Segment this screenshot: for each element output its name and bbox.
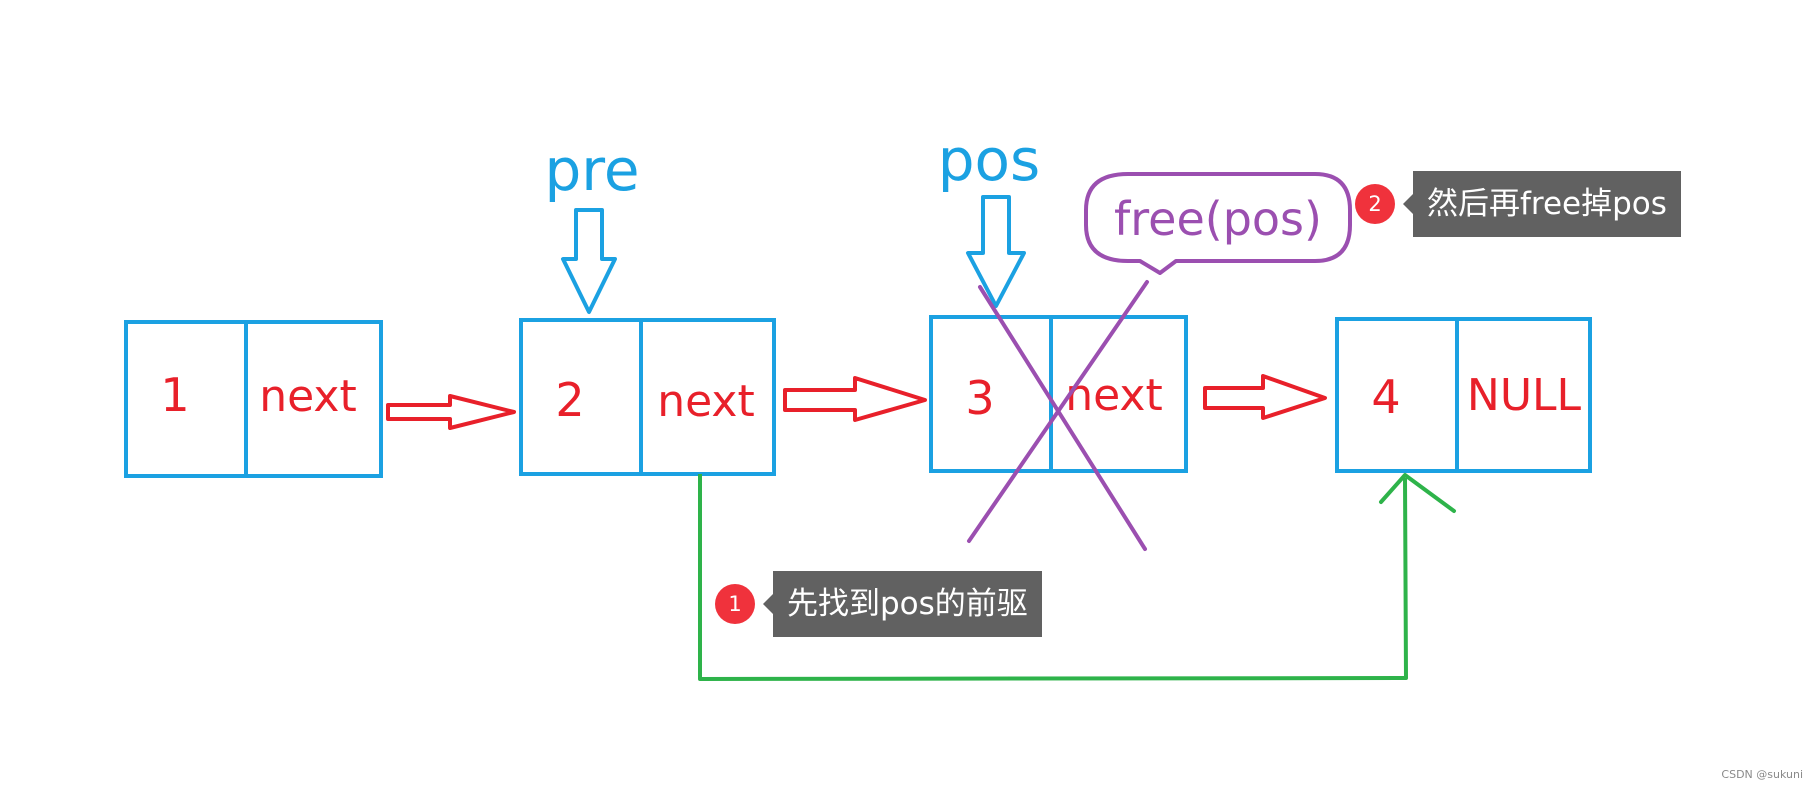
- csdn-watermark: CSDN @sukuni: [1721, 768, 1803, 781]
- list-node-4: 4 NULL: [1335, 317, 1592, 473]
- arrow-2-to-3: [783, 376, 927, 422]
- step-2-badge: 2: [1355, 184, 1395, 224]
- step-1-callout: 先找到pos的前驱: [763, 571, 1042, 637]
- free-bubble-text: free(pos): [1114, 192, 1322, 246]
- pos-down-arrow-icon: [966, 195, 1026, 308]
- free-bubble-outline: [1084, 172, 1352, 275]
- node-3-box: [929, 315, 1188, 473]
- node-1-next: next: [259, 371, 356, 422]
- relink-path: [698, 474, 1408, 681]
- list-node-1: 1 next: [124, 320, 383, 478]
- node-1-box: [124, 320, 383, 478]
- node-4-box: [1335, 317, 1592, 473]
- step-2-callout: 然后再free掉pos: [1403, 171, 1681, 237]
- node-3-data: 3: [965, 371, 994, 425]
- cross-stroke-2: [967, 280, 1149, 543]
- list-node-3: 3 next: [929, 315, 1188, 473]
- pre-down-arrow-icon: [561, 208, 617, 314]
- node-2-box: [519, 318, 776, 476]
- arrow-3-to-4: [1203, 374, 1327, 420]
- node-2-next: next: [657, 376, 754, 427]
- node-4-next: NULL: [1467, 370, 1582, 421]
- node-4-data: 4: [1371, 370, 1400, 424]
- node-1-data: 1: [160, 368, 189, 422]
- pre-pointer-label: pre: [544, 136, 639, 204]
- list-node-2: 2 next: [519, 318, 776, 476]
- cross-stroke-1: [978, 285, 1147, 551]
- pos-pointer-label: pos: [938, 126, 1041, 194]
- node-2-data: 2: [555, 373, 584, 427]
- relink-arrowhead-icon: [1379, 473, 1456, 513]
- step-1-badge: 1: [715, 584, 755, 624]
- arrow-1-to-2: [386, 394, 516, 430]
